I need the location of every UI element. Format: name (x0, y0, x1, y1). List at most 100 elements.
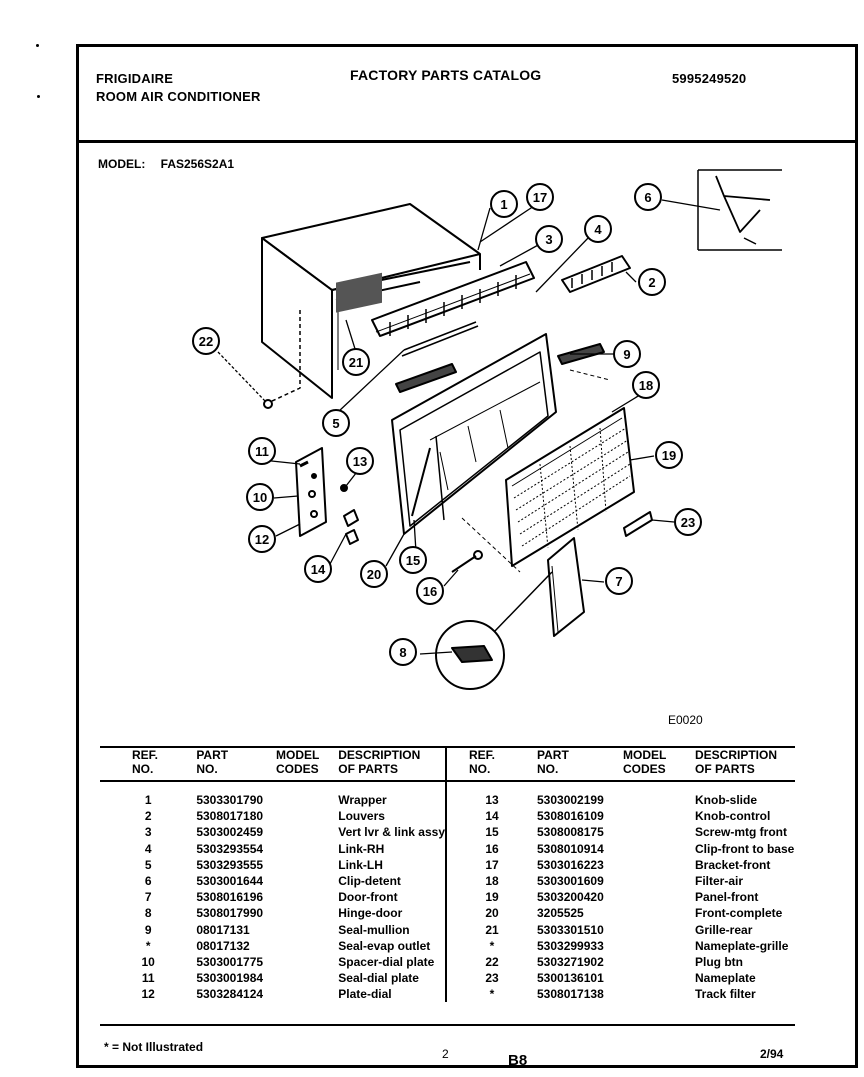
part-description: Track filter (695, 987, 756, 1002)
part-description: Panel-front (695, 890, 759, 905)
svg-text:23: 23 (681, 515, 695, 530)
callout-21: 21 (342, 348, 370, 376)
front-frame-illustration (391, 333, 605, 535)
ref-number: 19 (485, 890, 499, 905)
part-number: 5303293554 (196, 841, 264, 856)
clip-detent-illustration (697, 169, 782, 251)
part-number: 5308016196 (196, 890, 264, 905)
ref-number: 17 (485, 857, 499, 872)
part-number: 5308016109 (537, 809, 604, 824)
ref-number: 7 (144, 890, 152, 905)
model-value: FAS256S2A1 (160, 157, 235, 171)
model-codes (276, 841, 338, 857)
ref-number: 20 (485, 906, 499, 921)
model-codes (276, 808, 338, 824)
callout-8: 8 (389, 638, 417, 666)
catalog-title: FACTORY PARTS CATALOG (350, 67, 542, 83)
part-number: 5308010914 (537, 841, 604, 856)
part-number: 5303299933 (537, 938, 604, 953)
ref-number: * (145, 938, 151, 953)
svg-text:12: 12 (255, 532, 269, 547)
page-border (76, 44, 858, 1068)
part-description: Seal-evap outlet (338, 938, 431, 953)
hinge-door-illustration (435, 571, 553, 690)
part-number: 5303284124 (196, 987, 264, 1002)
ref-number: 14 (485, 809, 499, 824)
model-codes (623, 938, 695, 954)
product-type: ROOM AIR CONDITIONER (96, 89, 261, 104)
revision-date: 2/94 (760, 1047, 784, 1061)
door-illustration (547, 537, 585, 637)
model-codes (623, 905, 695, 921)
part-description: Plate-dial (338, 987, 392, 1002)
model-codes (623, 808, 695, 824)
svg-text:16: 16 (423, 584, 437, 599)
ref-number: 11 (141, 971, 155, 986)
exploded-diagram: 1 17 3 4 2 6 9 18 19 23 7 8 22 21 5 11 1… (192, 169, 782, 690)
wrapper-cabinet-illustration (261, 203, 481, 403)
part-number: 08017131 (196, 922, 250, 937)
part-description: Knob-slide (695, 793, 757, 808)
ref-number: 22 (485, 954, 499, 969)
callout-15: 15 (399, 546, 427, 574)
callout-9: 9 (613, 340, 641, 368)
svg-text:19: 19 (662, 448, 676, 463)
callout-17: 17 (526, 183, 554, 211)
callout-5: 5 (322, 409, 350, 437)
header-divider (78, 140, 856, 143)
model-line: MODEL: FAS256S2A1 (98, 157, 234, 171)
svg-text:18: 18 (639, 378, 653, 393)
part-description: Bracket-front (695, 857, 771, 872)
part-number: 5303271902 (537, 954, 604, 969)
model-codes (276, 824, 338, 840)
model-codes (623, 824, 695, 840)
part-description: Clip-front to base (695, 841, 795, 856)
callout-1: 1 (490, 190, 518, 218)
diagram-code: E0020 (668, 713, 703, 727)
part-number: 5308017180 (196, 809, 264, 824)
model-codes (623, 970, 695, 986)
callout-19: 19 (655, 441, 683, 469)
louver-assembly-illustration (371, 261, 535, 357)
part-number: 5303001984 (196, 971, 264, 986)
table-row: 12 5303284124 Plate-dial (100, 986, 445, 1002)
front-panel-illustration (505, 407, 635, 567)
svg-text:22: 22 (199, 334, 213, 349)
svg-text:4: 4 (594, 222, 602, 237)
callout-2: 2 (638, 268, 666, 296)
part-number: 5303002459 (196, 825, 264, 840)
ref-number: 12 (141, 987, 155, 1002)
svg-text:13: 13 (353, 454, 367, 469)
part-description: Hinge-door (338, 906, 403, 921)
section-code: B8 (508, 1052, 528, 1069)
svg-text:9: 9 (623, 347, 630, 362)
callout-22: 22 (192, 327, 220, 355)
svg-text:14: 14 (311, 562, 326, 577)
svg-text:3: 3 (545, 232, 552, 247)
callout-20: 20 (360, 560, 388, 588)
ref-number: 23 (485, 971, 499, 986)
part-number: 5303301790 (196, 793, 264, 808)
dial-plate-illustration (295, 447, 327, 537)
model-codes (623, 841, 695, 857)
svg-text:15: 15 (406, 553, 420, 568)
scan-speck (36, 44, 39, 47)
callout-16: 16 (416, 577, 444, 605)
part-description: Clip-detent (338, 874, 401, 889)
